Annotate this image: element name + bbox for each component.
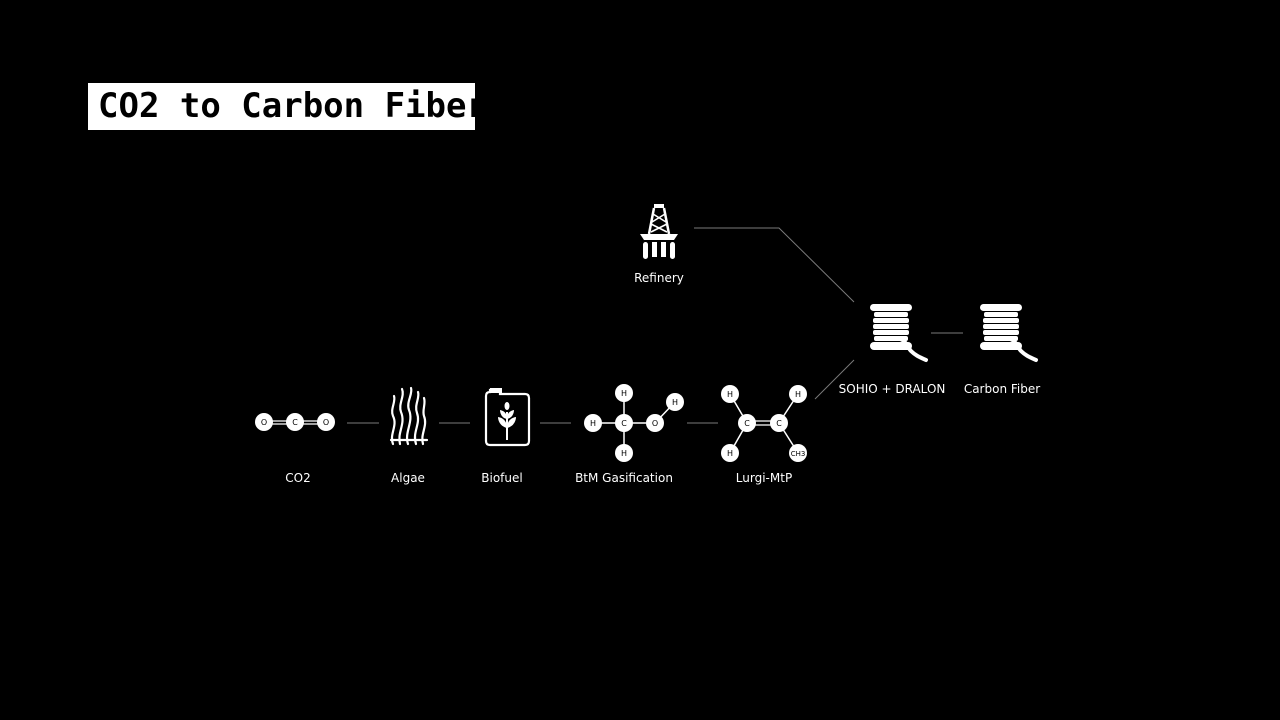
lurgi-label: Lurgi-MtP	[736, 471, 792, 485]
atom	[666, 393, 684, 411]
atom-label: H	[621, 389, 627, 398]
atom	[286, 413, 304, 431]
connector-refinery-sohio	[694, 227, 855, 303]
sohio-label: SOHIO + DRALON	[839, 382, 946, 396]
co2-molecule-icon: O C O	[255, 413, 335, 431]
atom	[770, 414, 788, 432]
atom	[738, 414, 756, 432]
atom	[789, 385, 807, 403]
atom	[646, 414, 664, 432]
carbon-fiber-label: Carbon Fiber	[964, 382, 1040, 396]
refinery-label: Refinery	[634, 271, 684, 285]
atom-label: O	[652, 419, 658, 428]
atom-label: C	[776, 419, 782, 428]
atom-label: H	[590, 419, 596, 428]
seaweed-icon	[389, 386, 429, 446]
atom-label: H	[727, 449, 733, 458]
page-title: CO2 to Carbon Fiber	[98, 86, 487, 126]
lurgi-molecule-icon: H H C C H CH3	[721, 385, 807, 462]
biofuel-label: Biofuel	[481, 471, 522, 485]
atom	[789, 444, 807, 462]
oil-derrick-icon	[640, 204, 678, 259]
atom	[615, 384, 633, 402]
atom	[317, 413, 335, 431]
thread-spool-icon	[978, 302, 1038, 362]
thread-spool-icon	[868, 302, 928, 362]
atom	[255, 413, 273, 431]
atom	[721, 444, 739, 462]
btm-molecule-icon: H H C O H H	[584, 384, 684, 462]
atom-label: O	[261, 418, 267, 427]
atom-label: C	[621, 419, 627, 428]
fuel-canister-icon	[484, 388, 531, 447]
atom-label: H	[672, 398, 678, 407]
atom-label: H	[727, 390, 733, 399]
atom-label: CH3	[791, 450, 806, 458]
atom-label: C	[744, 419, 750, 428]
atom-label: H	[621, 449, 627, 458]
atom	[721, 385, 739, 403]
co2-label: CO2	[285, 471, 310, 485]
btm-label: BtM Gasification	[575, 471, 673, 485]
connectors	[347, 227, 963, 424]
atom-label: C	[292, 418, 298, 427]
atom-label: H	[795, 390, 801, 399]
atom	[584, 414, 602, 432]
atom-label: O	[323, 418, 329, 427]
connector-lurgi-sohio	[814, 359, 855, 400]
algae-label: Algae	[391, 471, 425, 485]
atom	[615, 444, 633, 462]
title-banner: CO2 to Carbon Fiber	[88, 83, 487, 130]
atom	[615, 414, 633, 432]
